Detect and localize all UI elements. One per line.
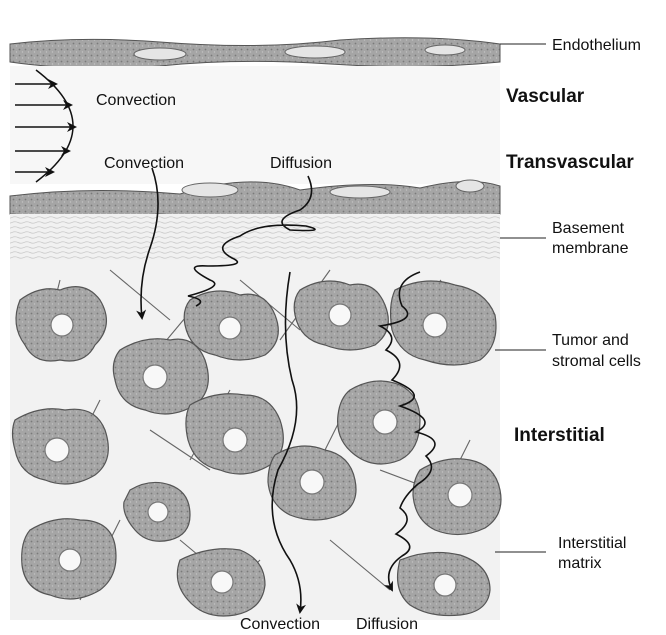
basement-membrane-label-line1: Basement xyxy=(552,220,625,237)
transvascular-convection-label: Convection xyxy=(104,155,184,172)
vascular-region-label: Vascular xyxy=(506,86,585,107)
interstitial-matrix-label-line2: matrix xyxy=(558,555,602,572)
endothelium-label: Endothelium xyxy=(552,37,641,54)
interstitial-region-label: Interstitial xyxy=(514,425,605,446)
vessel-lumen xyxy=(10,66,500,184)
tumor-cell xyxy=(22,519,116,599)
leader-lines xyxy=(495,44,546,552)
tumor-cell xyxy=(338,381,420,464)
transvascular-diffusion-label: Diffusion xyxy=(270,155,332,172)
vascular-convection-label: Convection xyxy=(96,92,176,109)
transvascular-region-label: Transvascular xyxy=(506,152,634,173)
tumor-cells-label-line2: stromal cells xyxy=(552,353,641,370)
basement-membrane xyxy=(10,214,500,260)
tumor-cells-label-line1: Tumor and xyxy=(552,332,629,349)
top-endothelium xyxy=(10,38,500,69)
bottom-endothelium xyxy=(10,180,500,218)
basement-membrane-label-line2: membrane xyxy=(552,240,629,257)
tumor-cell xyxy=(413,459,501,535)
interstitial-diffusion-label: Diffusion xyxy=(356,616,418,633)
interstitial-convection-label: Convection xyxy=(240,616,320,633)
interstitial-matrix-label-line1: Interstitial xyxy=(558,535,626,552)
